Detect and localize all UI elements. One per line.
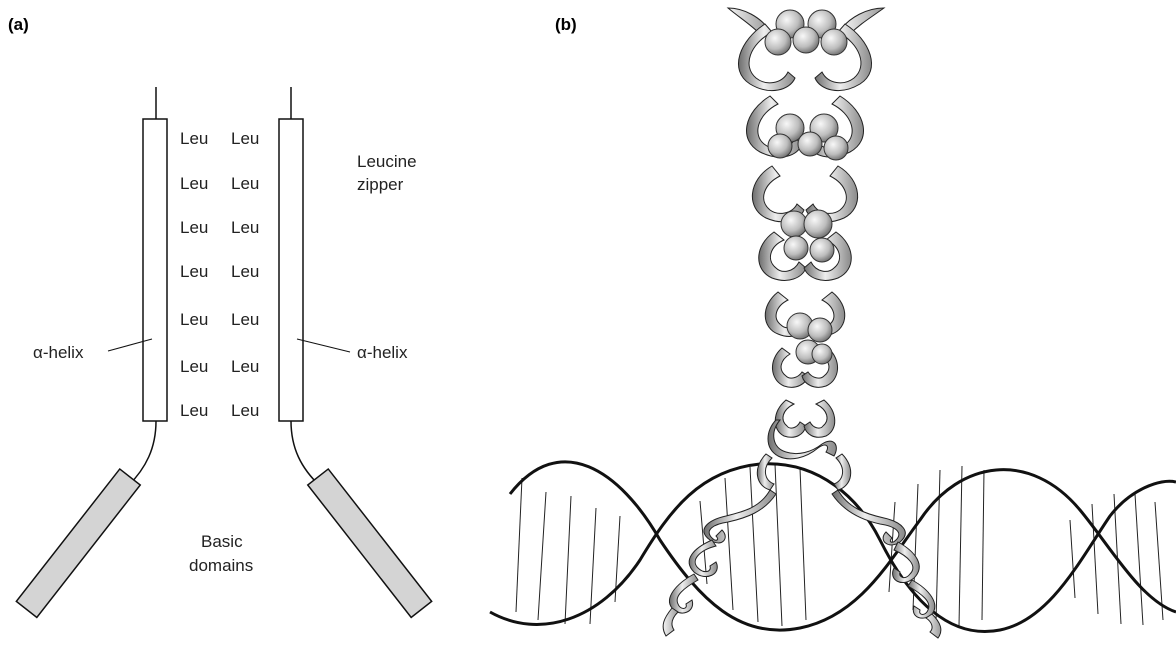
- left-linker: [128, 421, 156, 486]
- left-alpha-helix-box: [143, 119, 167, 421]
- leu-left-1: Leu: [180, 129, 208, 148]
- leu-left-column: Leu Leu Leu Leu Leu Leu Leu: [180, 129, 208, 420]
- basic-domains-label-line2: domains: [189, 556, 253, 575]
- leucine-zipper-label-line2: zipper: [357, 175, 404, 194]
- right-alpha-helix-box: [279, 119, 303, 421]
- leu-left-5: Leu: [180, 310, 208, 329]
- basic-domains-label-line1: Basic: [201, 532, 243, 551]
- left-basic-domain: [16, 469, 140, 617]
- leu-right-4: Leu: [231, 262, 259, 281]
- alpha-helix-label-left: α-helix: [33, 343, 84, 362]
- right-basic-domain: [308, 469, 432, 617]
- panel-a-label: (a): [8, 15, 29, 34]
- alpha-helix-leader-right: [297, 339, 350, 352]
- leucine-zipper-label-line1: Leucine: [357, 152, 417, 171]
- right-linker: [291, 421, 320, 486]
- leu-right-2: Leu: [231, 174, 259, 193]
- panel-b: (b): [490, 8, 1176, 638]
- protein-coiled-coil: [663, 8, 941, 638]
- leu-right-6: Leu: [231, 357, 259, 376]
- panel-a: (a) Leu Leu Leu Leu Leu Leu Leu Leu Leu …: [8, 15, 432, 617]
- leu-right-7: Leu: [231, 401, 259, 420]
- dna-strand-2: [490, 464, 1176, 632]
- leu-left-7: Leu: [180, 401, 208, 420]
- leu-right-column: Leu Leu Leu Leu Leu Leu Leu: [231, 129, 259, 420]
- leu-left-6: Leu: [180, 357, 208, 376]
- leu-right-3: Leu: [231, 218, 259, 237]
- leu-right-1: Leu: [231, 129, 259, 148]
- leu-left-2: Leu: [180, 174, 208, 193]
- leu-right-5: Leu: [231, 310, 259, 329]
- leu-left-4: Leu: [180, 262, 208, 281]
- alpha-helix-label-right: α-helix: [357, 343, 408, 362]
- leu-left-3: Leu: [180, 218, 208, 237]
- panel-b-label: (b): [555, 15, 577, 34]
- dna-double-helix: [490, 462, 1176, 632]
